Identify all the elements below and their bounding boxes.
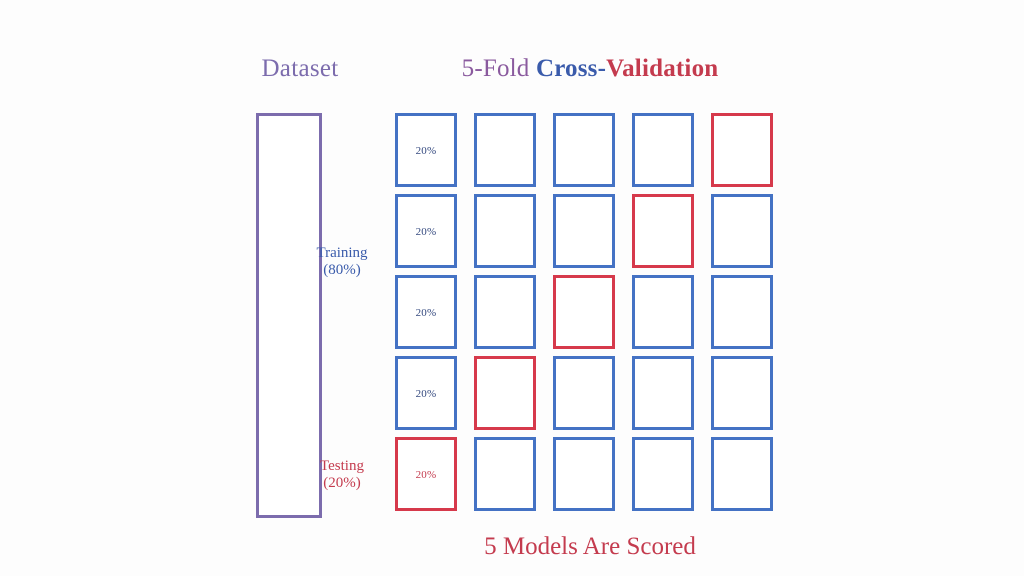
fold-cell-train-c1r1: 20% xyxy=(395,113,457,187)
fold-cell-train-c2r3 xyxy=(474,275,536,349)
fold-cell-label: 20% xyxy=(415,387,437,400)
fold-cell-test-c4r2 xyxy=(632,194,694,268)
footer-heading: 5 Models Are Scored xyxy=(484,533,696,560)
main-title: 5-Fold Cross-Validation xyxy=(440,55,740,83)
fold-cell-train-c2r2 xyxy=(474,194,536,268)
fold-cell-train-c2r5 xyxy=(474,437,536,511)
fold-cell-test-c3r3 xyxy=(553,275,615,349)
fold-cell-train-c2r1 xyxy=(474,113,536,187)
fold-cell-test-c5r1 xyxy=(711,113,773,187)
testing-label: Testing (20%) xyxy=(296,458,388,492)
dataset-bar xyxy=(256,113,322,518)
fold-cell-test-c1r5: 20% xyxy=(395,437,457,511)
fold-cell-train-c3r4 xyxy=(553,356,615,430)
title-segment-cross: Cross- xyxy=(535,55,607,82)
fold-cell-train-c3r1 xyxy=(553,113,615,187)
fold-cell-test-c2r4 xyxy=(474,356,536,430)
fold-cell-train-c1r2: 20% xyxy=(395,194,457,268)
training-label-name: Training xyxy=(316,245,368,261)
fold-cell-label: 20% xyxy=(415,225,437,238)
fold-cell-train-c4r1 xyxy=(632,113,694,187)
fold-cell-train-c1r4: 20% xyxy=(395,356,457,430)
title-segment-fold: 5-Fold xyxy=(461,55,536,82)
fold-cell-train-c1r3: 20% xyxy=(395,275,457,349)
fold-cell-train-c5r2 xyxy=(711,194,773,268)
fold-cell-train-c5r3 xyxy=(711,275,773,349)
fold-cell-label: 20% xyxy=(415,468,437,481)
training-label: Training (80%) xyxy=(296,245,388,279)
testing-label-percent: (20%) xyxy=(323,475,361,491)
title-segment-validation: Validation xyxy=(606,55,719,82)
fold-cell-train-c5r5 xyxy=(711,437,773,511)
fold-cell-train-c5r4 xyxy=(711,356,773,430)
testing-label-name: Testing xyxy=(320,458,364,474)
training-label-percent: (80%) xyxy=(323,262,361,278)
fold-grid: 20% 20% 20% 20% 20% xyxy=(395,113,785,519)
fold-cell-train-c3r5 xyxy=(553,437,615,511)
fold-cell-label: 20% xyxy=(415,306,437,319)
fold-cell-train-c3r2 xyxy=(553,194,615,268)
fold-cell-train-c4r5 xyxy=(632,437,694,511)
fold-cell-train-c4r4 xyxy=(632,356,694,430)
dataset-heading: Dataset xyxy=(261,55,339,82)
fold-cell-label: 20% xyxy=(415,144,437,157)
fold-cell-train-c4r3 xyxy=(632,275,694,349)
